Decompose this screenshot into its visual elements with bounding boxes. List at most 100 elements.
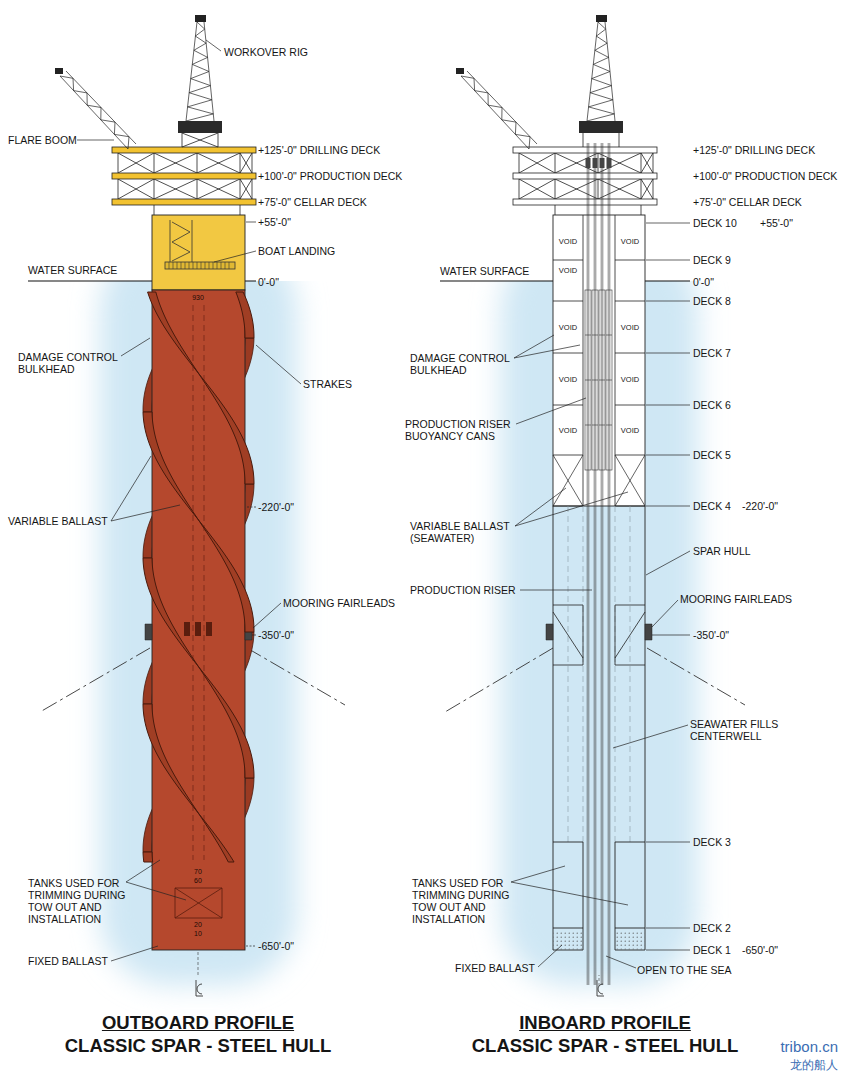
drill-substructure bbox=[182, 133, 218, 147]
hull-marking: 10 bbox=[194, 930, 202, 938]
fairlead bbox=[546, 624, 652, 640]
deck-label: DECK 9 bbox=[693, 254, 731, 266]
deck-elevation: +100'-0" PRODUCTION DECK bbox=[693, 170, 837, 182]
buoyancy-can-shell bbox=[599, 290, 605, 470]
buoyancy-can bbox=[592, 290, 598, 470]
wellhead-tree bbox=[586, 158, 591, 168]
deck-label: DECK 4 bbox=[693, 500, 731, 512]
boat-landing-grating bbox=[165, 262, 235, 269]
callout-label: WATER SURFACE bbox=[28, 264, 117, 276]
hull-hatch bbox=[175, 888, 222, 918]
leader-line bbox=[511, 335, 690, 968]
callout-label: TANKS USED FOR TRIMMING DURING TOW OUT A… bbox=[28, 877, 132, 925]
buoyancy-can-joint bbox=[592, 335, 598, 425]
callout-label: PRODUCTION RISER BUOYANCY CANS bbox=[405, 418, 523, 442]
wellhead-tree bbox=[600, 158, 605, 168]
deck-label: DECK 10 bbox=[693, 217, 737, 229]
callout-label: FLARE BOOM bbox=[8, 134, 77, 146]
watermark: 龙的船人 bbox=[790, 1058, 838, 1072]
callout-label: MOORING FAIRLEADS bbox=[680, 593, 792, 605]
deck-label: DECK 2 bbox=[693, 922, 731, 934]
view-title: CLASSIC SPAR - STEEL HULL bbox=[65, 1035, 332, 1057]
void-label: VOID bbox=[559, 323, 577, 332]
hull-centerline bbox=[193, 305, 204, 860]
keel-tank bbox=[553, 842, 645, 950]
drilling-deck bbox=[513, 147, 657, 153]
centerline-symbol bbox=[196, 980, 604, 996]
fixed-ballast bbox=[554, 930, 583, 950]
depth-mark: -650'-0" bbox=[742, 944, 778, 956]
watermark: tribon.cn bbox=[780, 1038, 838, 1056]
depth-mark: -220'-0" bbox=[258, 501, 294, 513]
production-deck bbox=[513, 173, 657, 179]
cellar-deck bbox=[112, 199, 256, 205]
buoyancy-can bbox=[599, 290, 605, 470]
deck-level-line bbox=[646, 223, 690, 950]
deck-label: DECK 5 bbox=[693, 449, 731, 461]
depth-mark: +55'-0" bbox=[760, 217, 793, 229]
hull-splash-zone bbox=[152, 215, 245, 290]
production-deck bbox=[112, 173, 256, 179]
view-title: INBOARD PROFILE bbox=[519, 1012, 691, 1034]
deck-label: DECK 6 bbox=[693, 399, 731, 411]
buoyancy-can-shell bbox=[606, 290, 612, 470]
fairlead bbox=[145, 624, 252, 640]
void-label: VOID bbox=[621, 375, 639, 384]
callout-label: VARIABLE BALLAST (SEAWATER) bbox=[410, 520, 522, 544]
flare-tip bbox=[456, 68, 464, 74]
level-tick bbox=[246, 507, 256, 946]
derrick bbox=[587, 22, 615, 121]
cellar-deck bbox=[513, 199, 657, 205]
depth-mark: -650'-0" bbox=[258, 940, 294, 952]
buoyancy-can-joint bbox=[599, 335, 605, 425]
depth-mark: 0'-0" bbox=[693, 276, 714, 288]
hull-wall bbox=[553, 506, 645, 950]
deck-label: DECK 8 bbox=[693, 295, 731, 307]
deck-label: DECK 3 bbox=[693, 836, 731, 848]
production-riser-line bbox=[587, 143, 610, 985]
buoyancy-can-shell bbox=[592, 290, 598, 470]
void-label: VOID bbox=[559, 237, 577, 246]
callout-label: DAMAGE CONTROL BULKHEAD bbox=[18, 351, 124, 375]
deck-label: DECK 1 bbox=[693, 944, 731, 956]
flare-tip bbox=[55, 68, 63, 74]
buoyancy-can bbox=[606, 290, 612, 470]
callout-label: MOORING FAIRLEADS bbox=[283, 597, 395, 609]
void-label: VOID bbox=[621, 426, 639, 435]
hard-tank bbox=[553, 215, 645, 506]
strake-fin bbox=[143, 412, 254, 632]
tank-decks bbox=[553, 215, 645, 506]
hull-marking: 70 bbox=[194, 868, 202, 876]
hull-marking: 20 bbox=[194, 921, 202, 929]
callout-label: WORKOVER RIG bbox=[224, 46, 308, 58]
drilling-deck bbox=[112, 147, 256, 153]
callout-label: BOAT LANDING bbox=[258, 245, 335, 257]
hull-marking: 930 bbox=[192, 294, 204, 302]
buoyancy-can-joint bbox=[606, 335, 612, 425]
callout-label: VARIABLE BALLAST bbox=[8, 515, 108, 527]
hull-stiffener bbox=[568, 506, 630, 842]
buoyancy-can-joint bbox=[585, 335, 591, 425]
hull-marking: 60 bbox=[194, 877, 202, 885]
mooring-frame bbox=[553, 605, 645, 665]
drill-floor bbox=[579, 121, 623, 133]
depth-mark: 0'-0" bbox=[258, 276, 279, 288]
wellhead-tree bbox=[607, 158, 612, 168]
buoyancy-can-shell bbox=[585, 290, 591, 470]
deck-elevation: +125'-0" DRILLING DECK bbox=[258, 144, 380, 156]
void-label: VOID bbox=[559, 426, 577, 435]
callout-label: FIXED BALLAST bbox=[455, 962, 535, 974]
deck-elevation: +125'-0" DRILLING DECK bbox=[693, 144, 815, 156]
depth-mark: +55'-0" bbox=[258, 216, 291, 228]
void-label: VOID bbox=[621, 237, 639, 246]
derrick bbox=[186, 22, 214, 121]
callout-label: WATER SURFACE bbox=[440, 265, 529, 277]
wellhead-tree bbox=[593, 158, 598, 168]
callout-label: OPEN TO THE SEA bbox=[637, 964, 732, 976]
strake-fin bbox=[143, 852, 153, 862]
riser-trees bbox=[586, 158, 612, 168]
strake-fin bbox=[143, 704, 234, 862]
flare-boom bbox=[461, 71, 537, 149]
